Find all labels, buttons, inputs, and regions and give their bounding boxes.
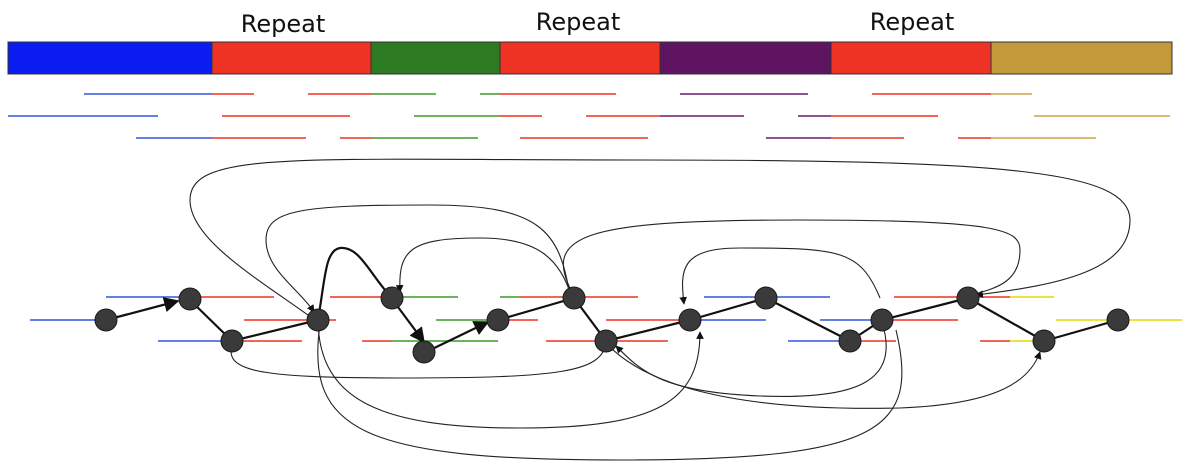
genome-segment (990, 41, 1173, 75)
edge (497, 296, 575, 322)
edge (881, 296, 969, 322)
overlap-edge (562, 219, 1021, 298)
edge (765, 297, 851, 342)
overlap-edge (605, 342, 1042, 409)
node (94, 308, 118, 332)
overlap-edge (230, 343, 607, 379)
repeat-label-2: Repeat (536, 8, 620, 36)
overlap-edge (395, 237, 573, 299)
edge (316, 246, 393, 321)
node (220, 329, 244, 353)
node (1106, 308, 1130, 332)
node (838, 329, 862, 353)
genome-segment (7, 41, 213, 75)
genome-bar (7, 41, 1173, 75)
edge (425, 321, 490, 353)
node (562, 286, 586, 310)
node (754, 286, 778, 310)
edge (689, 296, 767, 322)
graph-nodes (94, 286, 1130, 364)
sequencing-reads (8, 93, 1170, 139)
edge (1043, 318, 1119, 343)
genome-segment (830, 41, 992, 75)
node (486, 308, 510, 332)
overlap-edge (615, 321, 887, 398)
overlap-edge (317, 321, 704, 429)
overlap-edge (265, 204, 571, 313)
node (412, 340, 436, 364)
node (306, 308, 330, 332)
genome-segment (370, 41, 501, 75)
repeat-label-1: Repeat (241, 10, 325, 38)
edge (605, 318, 691, 343)
overlap-edge (679, 247, 881, 305)
node (178, 287, 202, 311)
node (1032, 329, 1056, 353)
node (956, 286, 980, 310)
genome-segment (659, 41, 832, 75)
node (870, 308, 894, 332)
genome-segment (499, 41, 661, 75)
node (678, 308, 702, 332)
repeat-label-3: Repeat (870, 8, 954, 36)
node (594, 329, 618, 353)
overlap-curves (189, 158, 1131, 461)
edge (231, 318, 319, 343)
node (380, 286, 404, 310)
edge (967, 297, 1045, 342)
overlap-edge (317, 323, 903, 461)
edge (105, 297, 180, 322)
genome-segment (211, 41, 372, 75)
overlap-edge (189, 158, 1131, 319)
